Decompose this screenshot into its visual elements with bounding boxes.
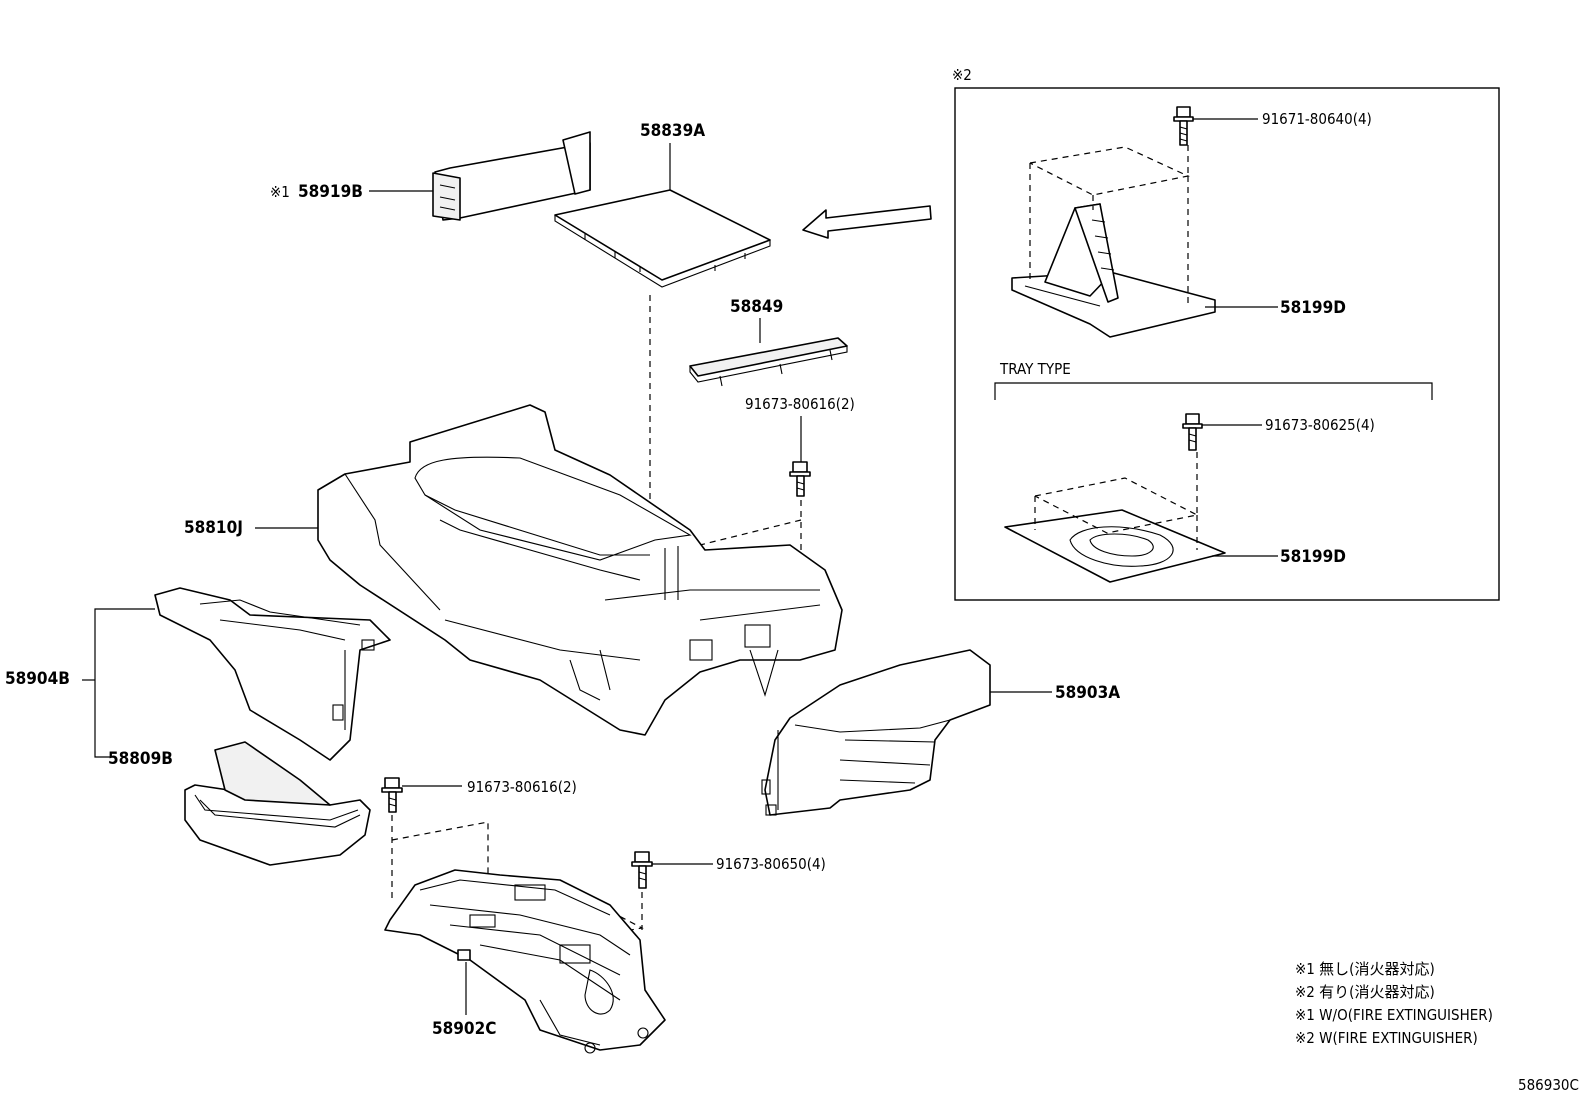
label-58902C: 58902C xyxy=(432,1019,496,1039)
note-2: ※2 有り(消火器対応) xyxy=(1295,983,1435,1001)
note-3: ※1 W/O(FIRE EXTINGUISHER) xyxy=(1295,1006,1493,1024)
part-58809B-tray xyxy=(184,741,371,866)
part-58199D-tray xyxy=(1004,509,1226,583)
part-58810J-console-box xyxy=(317,404,843,736)
label-58199D-bottom: 58199D xyxy=(1280,547,1346,567)
label-58810J: 58810J xyxy=(184,518,243,538)
label-58849: 58849 xyxy=(730,297,783,317)
direction-arrow xyxy=(802,205,932,239)
footnotes: ※1 無し(消火器対応) ※2 有り(消火器対応) ※1 W/O(FIRE EX… xyxy=(1295,960,1493,1047)
part-58199D-bracket xyxy=(1011,203,1216,338)
label-91673-80616-lower: 91673-80616(2) xyxy=(467,778,577,796)
bracket-stud xyxy=(457,949,471,961)
label-58903A: 58903A xyxy=(1055,683,1120,703)
bolt-91673-80616-upper xyxy=(789,461,811,497)
label-58904B: 58904B xyxy=(5,669,70,689)
part-58903A-side-panel xyxy=(761,649,991,816)
bolt-91673-80616-lower xyxy=(381,777,403,813)
label-91673-80625: 91673-80625(4) xyxy=(1265,416,1375,434)
bolt-91673-80650 xyxy=(631,851,653,889)
bolt-91671-80640 xyxy=(1173,106,1194,146)
inset-frame xyxy=(954,87,1500,601)
diagram-id: 586930C xyxy=(1518,1076,1579,1094)
inset-mark: ※2 xyxy=(952,66,972,84)
note-1: ※1 無し(消火器対応) xyxy=(1295,960,1435,978)
label-91673-80616-upper: 91673-80616(2) xyxy=(745,395,855,413)
label-58839A: 58839A xyxy=(640,121,705,141)
label-58199D-top: 58199D xyxy=(1280,298,1346,318)
part-58849-trim xyxy=(689,337,848,387)
label-58919B-mark: ※1 xyxy=(270,183,290,201)
part-58839A-lid xyxy=(554,189,771,288)
part-58904B-side-panel xyxy=(154,587,391,761)
inset-fire-extinguisher-variant: ※2 91671-80640(4) 5819 xyxy=(952,66,1500,601)
label-58919B: 58919B xyxy=(298,182,363,202)
label-91671-80640: 91671-80640(4) xyxy=(1262,110,1372,128)
part-58919B xyxy=(432,131,591,221)
part-58902C-bracket xyxy=(384,869,666,1054)
bolt-91673-80625 xyxy=(1182,413,1203,451)
note-4: ※2 W(FIRE EXTINGUISHER) xyxy=(1295,1029,1478,1047)
label-58809B: 58809B xyxy=(108,749,173,769)
label-91673-80650: 91673-80650(4) xyxy=(716,855,826,873)
label-tray-type: TRAY TYPE xyxy=(999,360,1071,378)
